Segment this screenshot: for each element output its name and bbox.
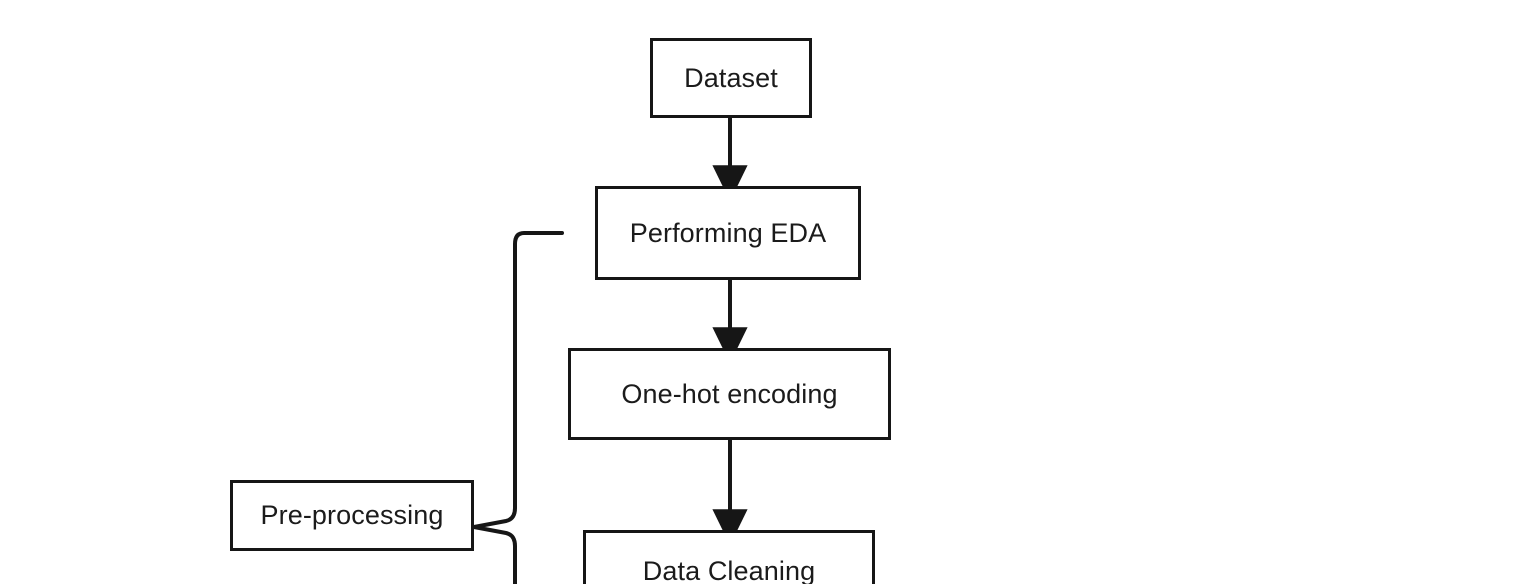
node-pre-processing[interactable]: Pre-processing xyxy=(230,480,474,551)
node-pre-processing-label: Pre-processing xyxy=(260,500,444,530)
node-dataset[interactable]: Dataset xyxy=(650,38,812,118)
node-data-cleaning-label: Data Cleaning xyxy=(642,556,816,584)
node-performing-eda-label: Performing EDA xyxy=(629,217,827,248)
node-performing-eda[interactable]: Performing EDA xyxy=(595,186,861,280)
curly-brace-pre-processing xyxy=(472,231,564,584)
node-data-cleaning[interactable]: Data Cleaning xyxy=(583,530,875,584)
node-dataset-label: Dataset xyxy=(684,62,778,93)
node-one-hot-encoding-label: One-hot encoding xyxy=(621,378,838,409)
node-one-hot-encoding[interactable]: One-hot encoding xyxy=(568,348,891,440)
